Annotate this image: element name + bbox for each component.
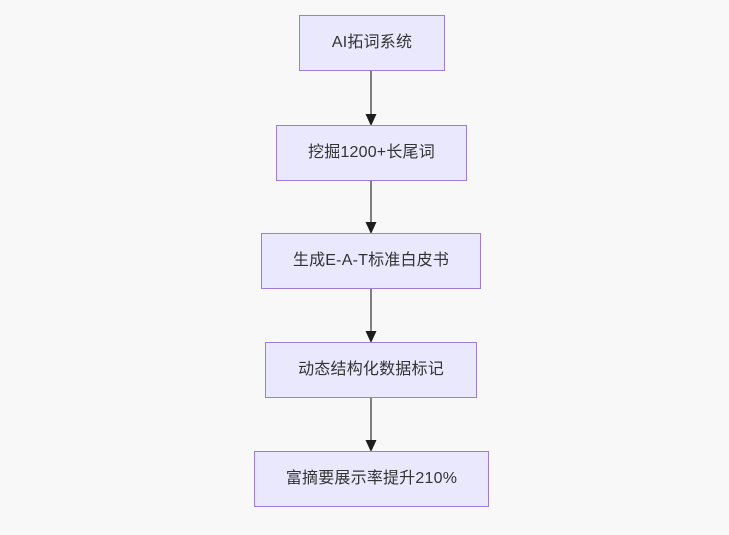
flow-node-generate-eat-whitepaper[interactable]: 生成E-A-T标准白皮书 [261, 233, 481, 289]
edge-node3-to-node4 [365, 289, 377, 343]
flow-node-label: 生成E-A-T标准白皮书 [292, 252, 450, 269]
flow-node-label: 挖掘1200+长尾词 [308, 144, 435, 161]
edge-node2-to-node3 [365, 181, 377, 234]
flow-node-dynamic-structured-data-markup[interactable]: 动态结构化数据标记 [265, 342, 477, 398]
flow-node-label: 富摘要展示率提升210% [285, 470, 458, 487]
edge-node1-to-node2 [365, 71, 377, 126]
flow-node-label: 动态结构化数据标记 [298, 361, 444, 378]
flow-node-mine-longtail-keywords[interactable]: 挖掘1200+长尾词 [276, 125, 467, 181]
flow-node-label: AI拓词系统 [331, 34, 413, 51]
flow-node-rich-snippet-rate-increase[interactable]: 富摘要展示率提升210% [254, 451, 489, 507]
edge-node4-to-node5 [365, 398, 377, 452]
flow-node-ai-keyword-system[interactable]: AI拓词系统 [299, 15, 445, 71]
